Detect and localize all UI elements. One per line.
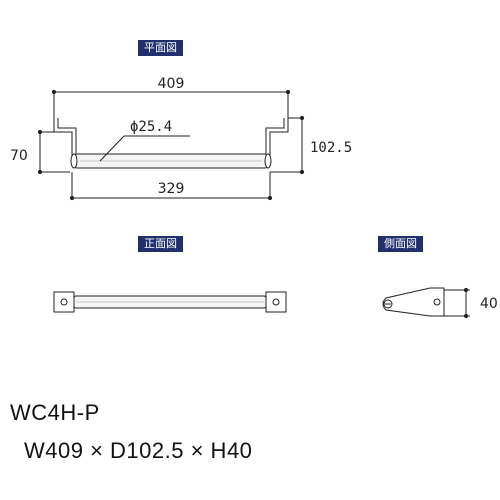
dim-overall-width: 409 — [158, 76, 185, 92]
dim-left-height: 70 — [10, 148, 28, 164]
dim-depth: 102.5 — [310, 140, 352, 156]
dim-side-height: 40 — [480, 296, 498, 312]
front-view-label: 正面図 — [138, 236, 183, 252]
side-bracket — [382, 287, 445, 317]
plan-view-label: 平面図 — [138, 40, 183, 56]
side-view-label: 側面図 — [378, 236, 423, 252]
dim-inner-width: 329 — [158, 181, 185, 197]
front-view — [53, 291, 287, 313]
left-bracket-outline — [53, 118, 73, 160]
right-bracket-inner — [265, 118, 285, 160]
front-left-mount — [53, 291, 75, 313]
dimension-spec: W409 × D102.5 × H40 — [24, 438, 253, 463]
dim-diameter: ϕ25.4 — [130, 119, 172, 135]
side-view — [382, 287, 470, 319]
front-right-mount — [265, 291, 287, 313]
right-bracket-outline — [269, 118, 289, 160]
model-number: WC4H-P — [10, 400, 100, 425]
left-bracket-inner — [57, 118, 77, 160]
diameter-leader — [99, 135, 125, 162]
plan-view — [37, 89, 305, 201]
